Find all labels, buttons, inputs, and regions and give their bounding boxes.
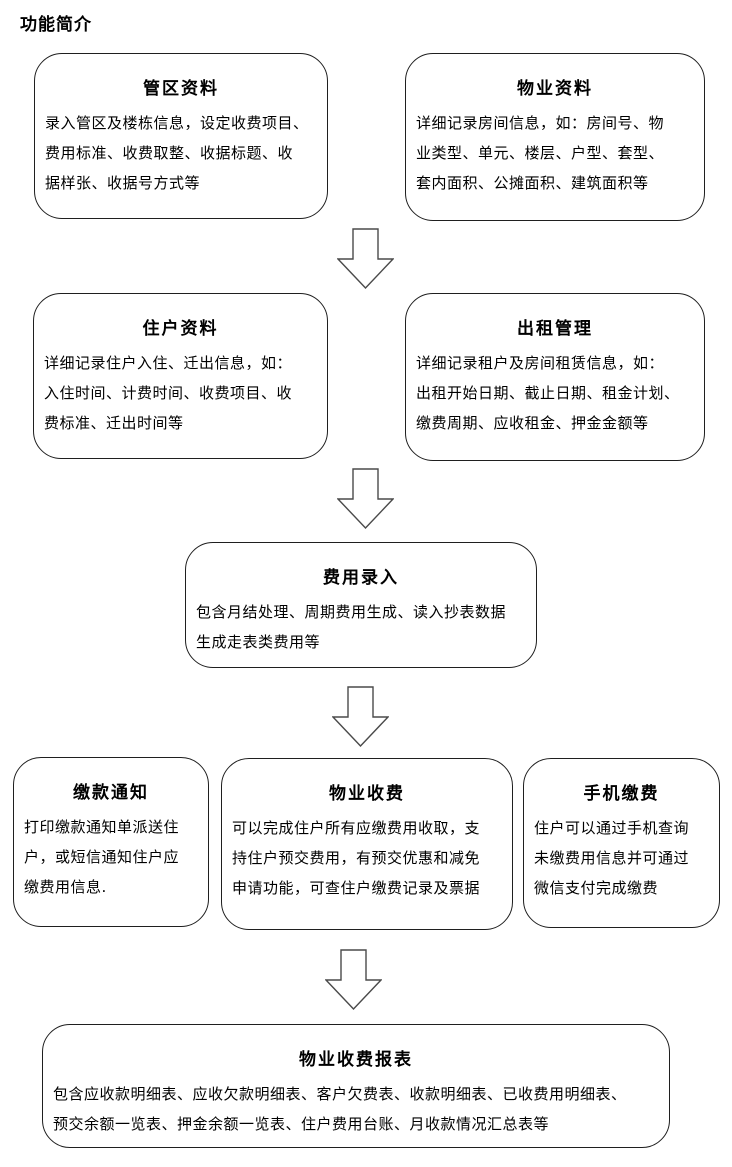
node-body: 可以完成住户所有应缴费用收取，支 持住户预交费用，有预交优惠和减免 申请功能，可… xyxy=(232,819,481,897)
node-body: 包含应收款明细表、应收欠款明细表、客户欠费表、收款明细表、已收费用明细表、 预交… xyxy=(53,1085,627,1133)
node-title: 出租管理 xyxy=(517,319,593,339)
flow-node-property-fee-collection: 物业收费 可以完成住户所有应缴费用收取，支 持住户预交费用，有预交优惠和减免 申… xyxy=(221,758,513,930)
node-title: 住户资料 xyxy=(142,319,219,339)
flow-node-fee-entry: 费用录入 包含月结处理、周期费用生成、读入抄表数据 生成走表类费用等 xyxy=(185,542,537,668)
down-arrow-icon xyxy=(337,228,394,289)
node-body: 录入管区及楼栋信息，设定收费项目、 费用标准、收费取整、收据标题、收 据样张、收… xyxy=(45,114,309,192)
node-body: 详细记录房间信息，如：房间号、物 业类型、单元、楼层、户型、套型、 套内面积、公… xyxy=(416,114,665,192)
flow-node-mobile-payment: 手机缴费 住户可以通过手机查询 未缴费用信息并可通过 微信支付完成缴费 xyxy=(523,758,720,928)
node-body: 详细记录住户入住、迁出信息，如： 入住时间、计费时间、收费项目、收 费标准、迁出… xyxy=(44,354,293,432)
down-arrow-icon xyxy=(332,686,389,747)
flow-node-district-info: 管区资料 录入管区及楼栋信息，设定收费项目、 费用标准、收费取整、收据标题、收 … xyxy=(34,53,328,219)
node-title: 物业收费 xyxy=(329,784,405,804)
down-arrow-icon xyxy=(325,949,382,1010)
node-title: 缴款通知 xyxy=(73,783,149,803)
flow-node-resident-info: 住户资料 详细记录住户入住、迁出信息，如： 入住时间、计费时间、收费项目、收 费… xyxy=(33,293,328,459)
flow-node-property-info: 物业资料 详细记录房间信息，如：房间号、物 业类型、单元、楼层、户型、套型、 套… xyxy=(405,53,705,221)
page-title: 功能简介 xyxy=(20,15,92,35)
node-body: 详细记录租户及房间租赁信息，如： 出租开始日期、截止日期、租金计划、 缴费周期、… xyxy=(416,354,680,432)
down-arrow-icon xyxy=(337,468,394,529)
node-title: 手机缴费 xyxy=(583,784,660,804)
node-body: 住户可以通过手机查询 未缴费用信息并可通过 微信支付完成缴费 xyxy=(534,819,690,897)
node-body: 包含月结处理、周期费用生成、读入抄表数据 生成走表类费用等 xyxy=(196,603,507,651)
node-title: 管区资料 xyxy=(143,79,219,99)
flow-node-payment-notice: 缴款通知 打印缴款通知单派送住 户，或短信通知住户应 缴费用信息. xyxy=(13,757,209,927)
node-title: 物业收费报表 xyxy=(299,1050,413,1070)
node-title: 物业资料 xyxy=(517,79,593,99)
flow-node-rental-management: 出租管理 详细记录租户及房间租赁信息，如： 出租开始日期、截止日期、租金计划、 … xyxy=(405,293,705,461)
flow-node-fee-reports: 物业收费报表 包含应收款明细表、应收欠款明细表、客户欠费表、收款明细表、已收费用… xyxy=(42,1024,670,1148)
node-body: 打印缴款通知单派送住 户，或短信通知住户应 缴费用信息. xyxy=(24,818,180,896)
node-title: 费用录入 xyxy=(323,568,399,588)
